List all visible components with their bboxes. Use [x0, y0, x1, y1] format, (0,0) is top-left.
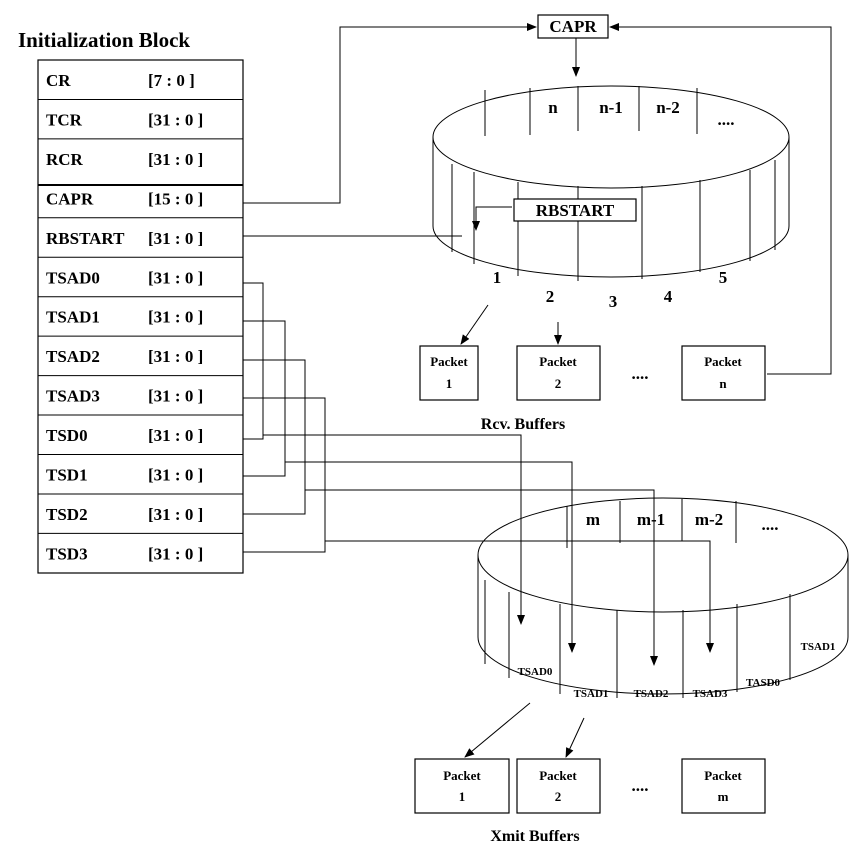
register-name: CAPR [46, 189, 94, 208]
register-name: TCR [46, 110, 83, 129]
register-range: [31 : 0 ] [148, 268, 203, 287]
xmit-packet-ellipsis: .... [632, 776, 649, 795]
register-table: CR [7 : 0 ] TCR [31 : 0 ] RCR [31 : 0 ] CAPR [1… [37, 59, 244, 574]
rcv-packets: Packet 1 Packet 2 Packet n .... [419, 345, 766, 401]
rbstart-box [513, 198, 637, 222]
register-name: TSD0 [46, 426, 88, 445]
rcv-top-seg: .... [718, 110, 735, 129]
rcv-front-seg: 1 [493, 268, 502, 287]
register-name: TSAD1 [46, 308, 100, 327]
xmit-top-seg: m [586, 510, 600, 529]
xmit-packet-label: Packet [704, 768, 742, 783]
register-range: [31 : 0 ] [148, 110, 203, 129]
rbstart-label: RBSTART [536, 201, 615, 220]
register-name: TSD1 [46, 466, 88, 485]
rcv-buffers-caption: Rcv. Buffers [481, 416, 565, 433]
register-range: [15 : 0 ] [148, 189, 203, 208]
register-range: [31 : 0 ] [148, 229, 203, 248]
register-name: TSAD0 [46, 268, 100, 287]
register-range: [31 : 0 ] [148, 347, 203, 366]
rcv-top-seg: n [548, 98, 558, 117]
xmit-packets: Packet 1 Packet 2 Packet m .... [414, 758, 766, 814]
register-name: RBSTART [46, 229, 125, 248]
xmit-front-seg: TSAD2 [634, 688, 669, 700]
rcv-front-seg: 4 [664, 287, 673, 306]
register-name: TSD3 [46, 544, 88, 563]
xmit-packet-label: Packet [443, 768, 481, 783]
xmit-buffer-ring: m m-1 m-2 .... TSAD0 TSAD1 TSAD2 TSAD3 T… [477, 497, 849, 700]
xmit-packet-num: 2 [555, 789, 562, 804]
rcv-packet-num: n [719, 376, 727, 391]
xmit-connectors [243, 282, 714, 758]
rcv-buffer-ring: n n-1 n-2 .... 1 2 3 4 5 [432, 85, 790, 311]
register-range: [31 : 0 ] [148, 466, 203, 485]
rcv-packet-ellipsis: .... [632, 364, 649, 383]
rcv-front-seg: 3 [609, 292, 618, 311]
xmit-front-seg: TSAD1 [574, 688, 609, 700]
capr-label: CAPR [549, 17, 597, 36]
xmit-top-seg: m-1 [637, 510, 665, 529]
rcv-top-seg: n-2 [656, 98, 680, 117]
register-name: CR [46, 71, 71, 90]
register-name: TSAD3 [46, 387, 100, 406]
rcv-connectors [243, 23, 832, 375]
register-range: [31 : 0 ] [148, 505, 203, 524]
rcv-packet-label: Packet [539, 354, 577, 369]
register-range: [31 : 0 ] [148, 544, 203, 563]
rcv-packet-num: 2 [555, 376, 562, 391]
register-name: RCR [46, 150, 84, 169]
rcv-packet-label: Packet [430, 354, 468, 369]
xmit-packet-num: 1 [459, 789, 466, 804]
xmit-front-seg: TASD0 [746, 677, 781, 689]
rcv-front-seg: 2 [546, 287, 555, 306]
xmit-front-seg: TSAD3 [693, 688, 728, 700]
xmit-front-seg: TSAD0 [518, 666, 553, 678]
rcv-packet-num: 1 [446, 376, 453, 391]
xmit-packet-label: Packet [539, 768, 577, 783]
xmit-buffers-caption: Xmit Buffers [490, 828, 579, 845]
register-range: [7 : 0 ] [148, 71, 195, 90]
rcv-front-seg: 5 [719, 268, 728, 287]
register-range: [31 : 0 ] [148, 426, 203, 445]
register-name: TSAD2 [46, 347, 100, 366]
xmit-packet-num: m [718, 789, 729, 804]
register-range: [31 : 0 ] [148, 387, 203, 406]
xmit-top-seg: .... [762, 515, 779, 534]
xmit-front-seg: TSAD1 [801, 641, 836, 653]
capr-box [537, 14, 609, 39]
rcv-packet-label: Packet [704, 354, 742, 369]
initialization-block-title: Initialization Block [18, 28, 190, 52]
rcv-top-seg: n-1 [599, 98, 623, 117]
register-range: [31 : 0 ] [148, 150, 203, 169]
register-name: TSD2 [46, 505, 88, 524]
xmit-top-seg: m-2 [695, 510, 723, 529]
register-range: [31 : 0 ] [148, 308, 203, 327]
